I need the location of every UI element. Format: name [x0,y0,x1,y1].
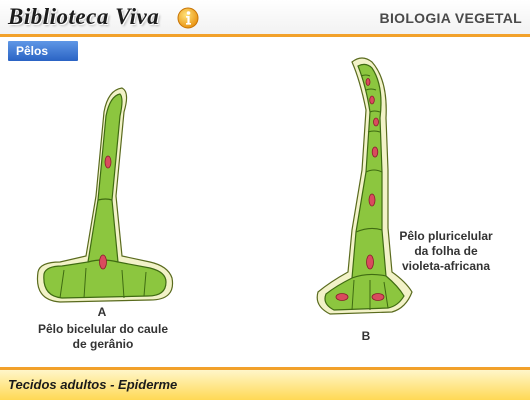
figure-b-caption-line2: da folha de [414,244,478,258]
footer-bar: Tecidos adultos - Epiderme [0,367,530,400]
figure-a-letter: A [97,305,107,319]
subject-title: BIOLOGIA VEGETAL [379,10,522,26]
app-header: Biblioteca Viva BIOLOGIA VEGETAL [0,0,530,36]
tab-pelos[interactable]: Pêlos [8,41,78,61]
figure-a-caption-line2: de gerânio [72,337,134,351]
brand-title: Biblioteca Viva [8,4,160,29]
illustration [36,57,413,315]
header-divider [0,34,530,37]
figure-a-caption: Pêlo bicelular do caule de gerânio [28,322,178,352]
figure-b-caption-line3: violeta-africana [401,259,491,273]
figure-b-caption: Pêlo pluricelular da folha de violeta-af… [392,229,500,274]
footer-title: Tecidos adultos - Epiderme [8,377,178,392]
hair-a-drawing [36,87,174,303]
figure-b-letter: B [361,329,371,343]
figure-a-caption-line1: Pêlo bicelular do caule [37,322,169,336]
hair-b-drawing [316,57,413,315]
info-icon[interactable] [177,7,199,29]
figure-b-caption-line1: Pêlo pluricelular [399,229,493,243]
